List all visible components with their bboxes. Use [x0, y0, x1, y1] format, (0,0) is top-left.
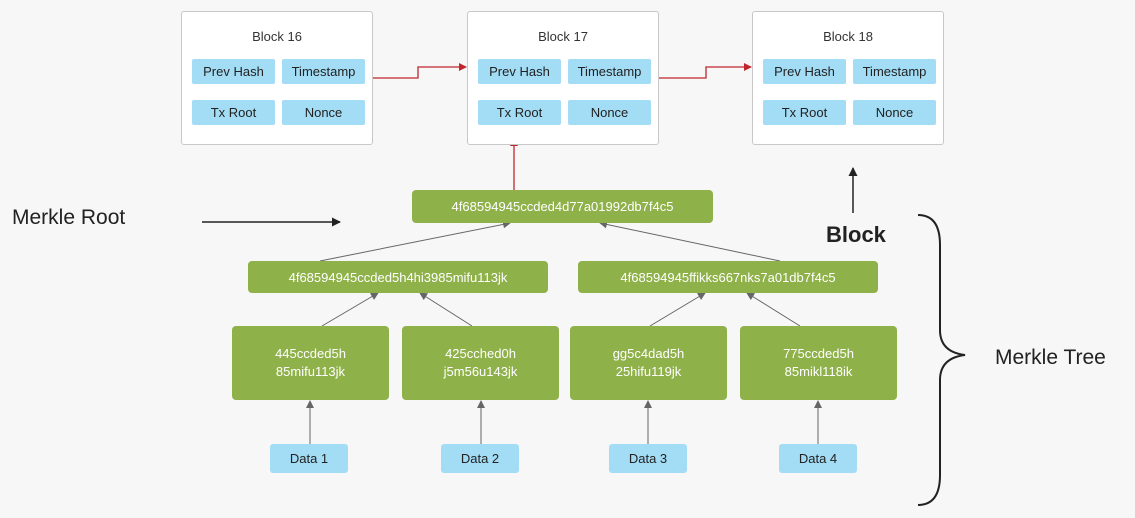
block-label: Block [826, 222, 886, 247]
branch-hash-left: 4f68594945ccded5h4hi3985mifu113jk [248, 261, 548, 293]
leaf1-to-branch-arrow [321, 292, 379, 327]
block-title: Block 18 [823, 29, 873, 44]
leaf-hash-line: 425cched0h [445, 346, 516, 361]
chain-arrow-16-17 [373, 63, 467, 79]
leaf-hash-line: 775ccded5h [783, 346, 854, 361]
block-title: Block 16 [252, 29, 302, 44]
merkle-root-hash: 4f68594945ccded4d77a01992db7f4c5 [412, 190, 713, 223]
leaf-hash-line: gg5c4dad5h [612, 346, 685, 361]
merkle-root-label: Merkle Root [12, 206, 126, 229]
branch-right-to-root-arrow [599, 220, 781, 262]
leaf3-to-branch-arrow [649, 292, 706, 327]
block-16: Block 16 Prev Hash Timestamp Tx Root Non… [181, 11, 373, 145]
data-item-4: Data 4 [779, 444, 857, 473]
leaf4-to-branch-arrow [746, 292, 801, 327]
tx-root-field: Tx Root [192, 100, 275, 125]
timestamp-field: Timestamp [853, 59, 936, 84]
data-item-1: Data 1 [270, 444, 348, 473]
prev-hash-field: Prev Hash [478, 59, 561, 84]
leaf-hash-line: 85mikl118ik [784, 364, 853, 379]
leaf-hash-line: j5m56u143jk [443, 364, 518, 379]
leaf2-to-branch-arrow [419, 292, 473, 327]
block-18: Block 18 Prev Hash Timestamp Tx Root Non… [752, 11, 944, 145]
nonce-field: Nonce [568, 100, 651, 125]
leaf-hash-line: 445ccded5h [275, 346, 346, 361]
leaf-hash-line: 85mifu113jk [275, 364, 346, 379]
timestamp-field: Timestamp [568, 59, 651, 84]
prev-hash-field: Prev Hash [763, 59, 846, 84]
merkle-tree-label: Merkle Tree [995, 346, 1106, 369]
branch-hash-right: 4f68594945ffikks667nks7a01db7f4c5 [578, 261, 878, 293]
block-title: Block 17 [538, 29, 588, 44]
nonce-field: Nonce [282, 100, 365, 125]
leaf-hash-4: 775ccded5h 85mikl118ik [740, 326, 897, 400]
leaf-hash-line: 25hifu119jk [615, 364, 682, 379]
chain-arrow-17-18 [658, 63, 752, 79]
tx-root-field: Tx Root [763, 100, 846, 125]
prev-hash-field: Prev Hash [192, 59, 275, 84]
nonce-field: Nonce [853, 100, 936, 125]
branch-left-to-root-arrow [319, 220, 511, 262]
merkle-tree-brace [917, 214, 966, 506]
data-item-2: Data 2 [441, 444, 519, 473]
leaf-hash-2: 425cched0h j5m56u143jk [402, 326, 559, 400]
tx-root-field: Tx Root [478, 100, 561, 125]
block-17: Block 17 Prev Hash Timestamp Tx Root Non… [467, 11, 659, 145]
data-item-3: Data 3 [609, 444, 687, 473]
leaf-hash-1: 445ccded5h 85mifu113jk [232, 326, 389, 400]
leaf-hash-3: gg5c4dad5h 25hifu119jk [570, 326, 727, 400]
timestamp-field: Timestamp [282, 59, 365, 84]
